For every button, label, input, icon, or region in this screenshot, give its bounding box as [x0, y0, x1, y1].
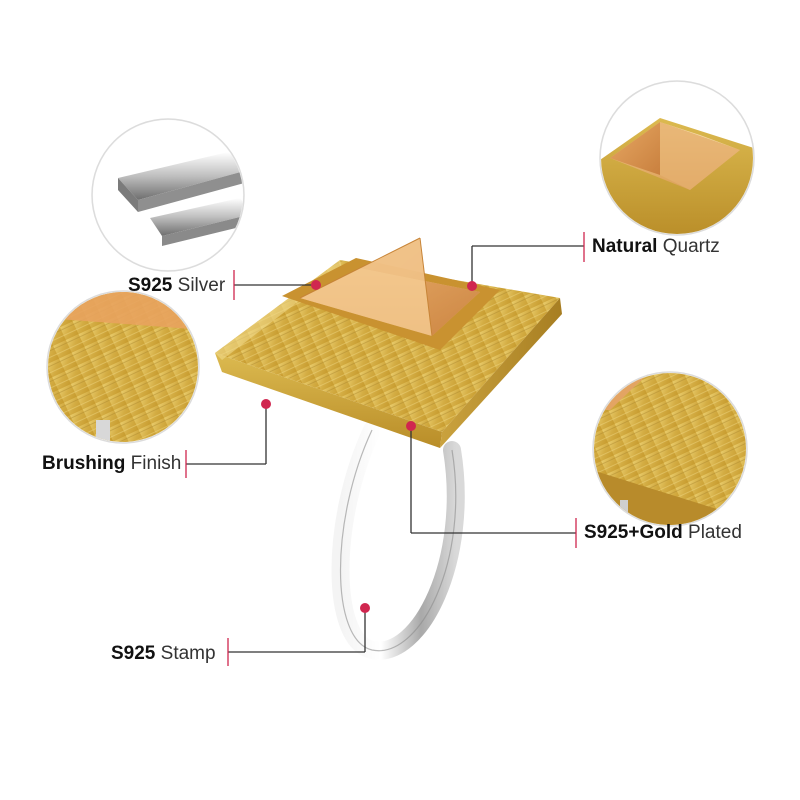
label-quartz-bold: Natural	[592, 236, 658, 257]
leader-silver	[233, 270, 321, 300]
leader-brushing	[185, 399, 271, 478]
label-silver-regular: Silver	[172, 275, 226, 296]
label-natural-quartz: Natural Quartz	[592, 236, 720, 258]
label-gold-plated-regular: Plated	[682, 522, 742, 543]
inset-quartz	[599, 80, 755, 236]
label-brushing-regular: Finish	[125, 453, 182, 474]
label-stamp-regular: Stamp	[155, 643, 216, 664]
label-s925-silver: S925 Silver	[128, 275, 225, 297]
marker-dot-stamp	[360, 603, 370, 613]
inset-silver-bar	[91, 118, 245, 272]
marker-dot-quartz	[467, 281, 477, 291]
quartz-closeup-icon	[601, 82, 753, 234]
label-brushing-bold: Brushing	[42, 453, 126, 474]
brushed-gold-icon	[48, 292, 198, 442]
leader-stamp	[227, 603, 370, 666]
label-s925-stamp: S925 Stamp	[111, 643, 216, 665]
gold-plated-icon	[594, 373, 746, 525]
label-stamp-bold: S925	[111, 643, 156, 664]
label-quartz-regular: Quartz	[657, 236, 720, 257]
label-silver-bold: S925	[128, 275, 173, 296]
marker-dot-silver	[311, 280, 321, 290]
leader-gold-plated	[406, 421, 577, 548]
inset-brushed-gold	[46, 290, 200, 444]
marker-dot-brushing	[261, 399, 271, 409]
gold-pyramid-base	[215, 260, 562, 448]
label-s925-gold-plated: S925+Gold Plated	[584, 522, 742, 544]
label-brushing-finish: Brushing Finish	[42, 453, 181, 475]
leader-quartz	[467, 232, 585, 291]
quartz-stone	[282, 237, 500, 350]
silver-bar-icon	[93, 120, 243, 270]
label-gold-plated-bold: S925+Gold	[584, 522, 683, 543]
ring	[215, 237, 562, 660]
marker-dot-gold-plated	[406, 421, 416, 431]
inset-gold-plated	[592, 371, 748, 527]
ring-band	[331, 421, 465, 660]
